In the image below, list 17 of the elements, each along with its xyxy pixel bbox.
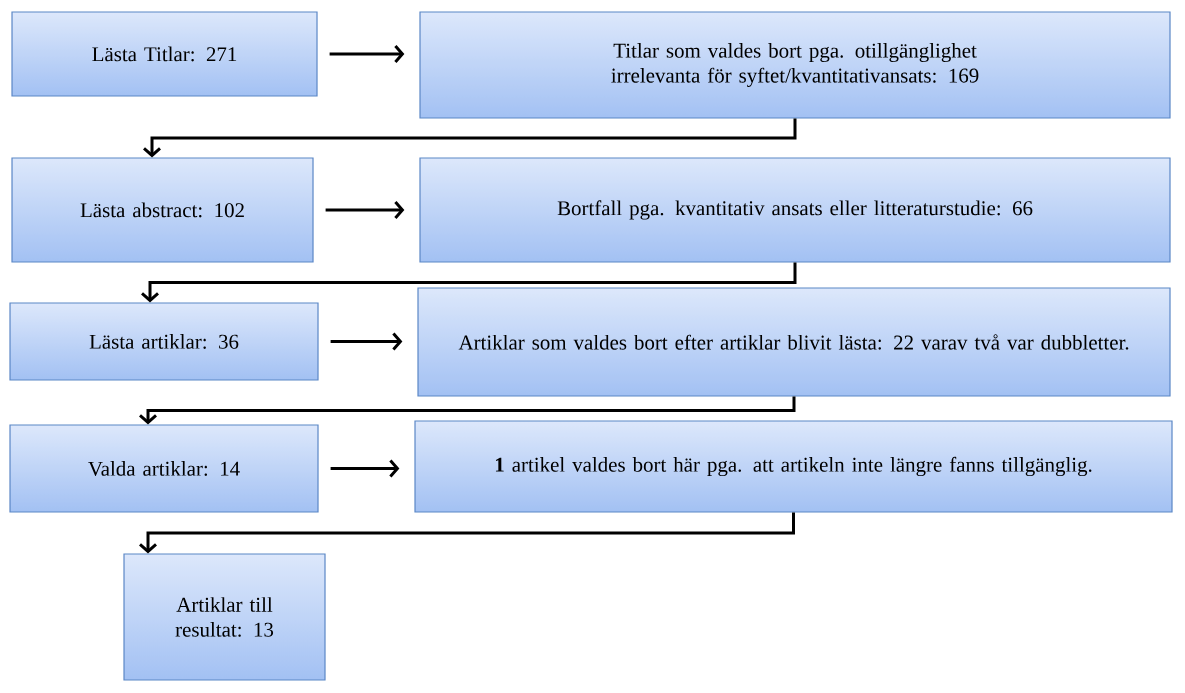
arrow <box>330 459 400 478</box>
arrow <box>143 118 797 158</box>
process-box: Titlar som valdes bort pga. otillgänglighet irrelevanta för syftet/kvantitativansats: 169 <box>419 11 1171 119</box>
process-box: 1 artikel valdes bort här pga. att artikeln inte längre fanns tillgänglig. <box>414 420 1173 513</box>
process-box: Artiklar som valdes bort efter artiklar blivit lästa: 22 varav två var dubbletter. <box>417 287 1171 397</box>
process-box: Lästa Titlar: 271 <box>11 11 318 97</box>
arrow <box>139 512 795 554</box>
arrow <box>329 45 405 63</box>
arrow <box>325 201 405 219</box>
process-box: Bortfall pga. kvantitativ ansats eller litteraturstudie: 66 <box>419 157 1171 263</box>
process-box: Valda artiklar: 14 <box>9 424 319 513</box>
process-box: Lästa artiklar: 36 <box>9 302 319 381</box>
arrow <box>330 332 403 351</box>
process-box: Lästa abstract: 102 <box>11 157 314 263</box>
process-box: Artiklar till resultat: 13 <box>123 553 326 681</box>
arrow <box>139 396 796 425</box>
arrow <box>141 262 797 303</box>
